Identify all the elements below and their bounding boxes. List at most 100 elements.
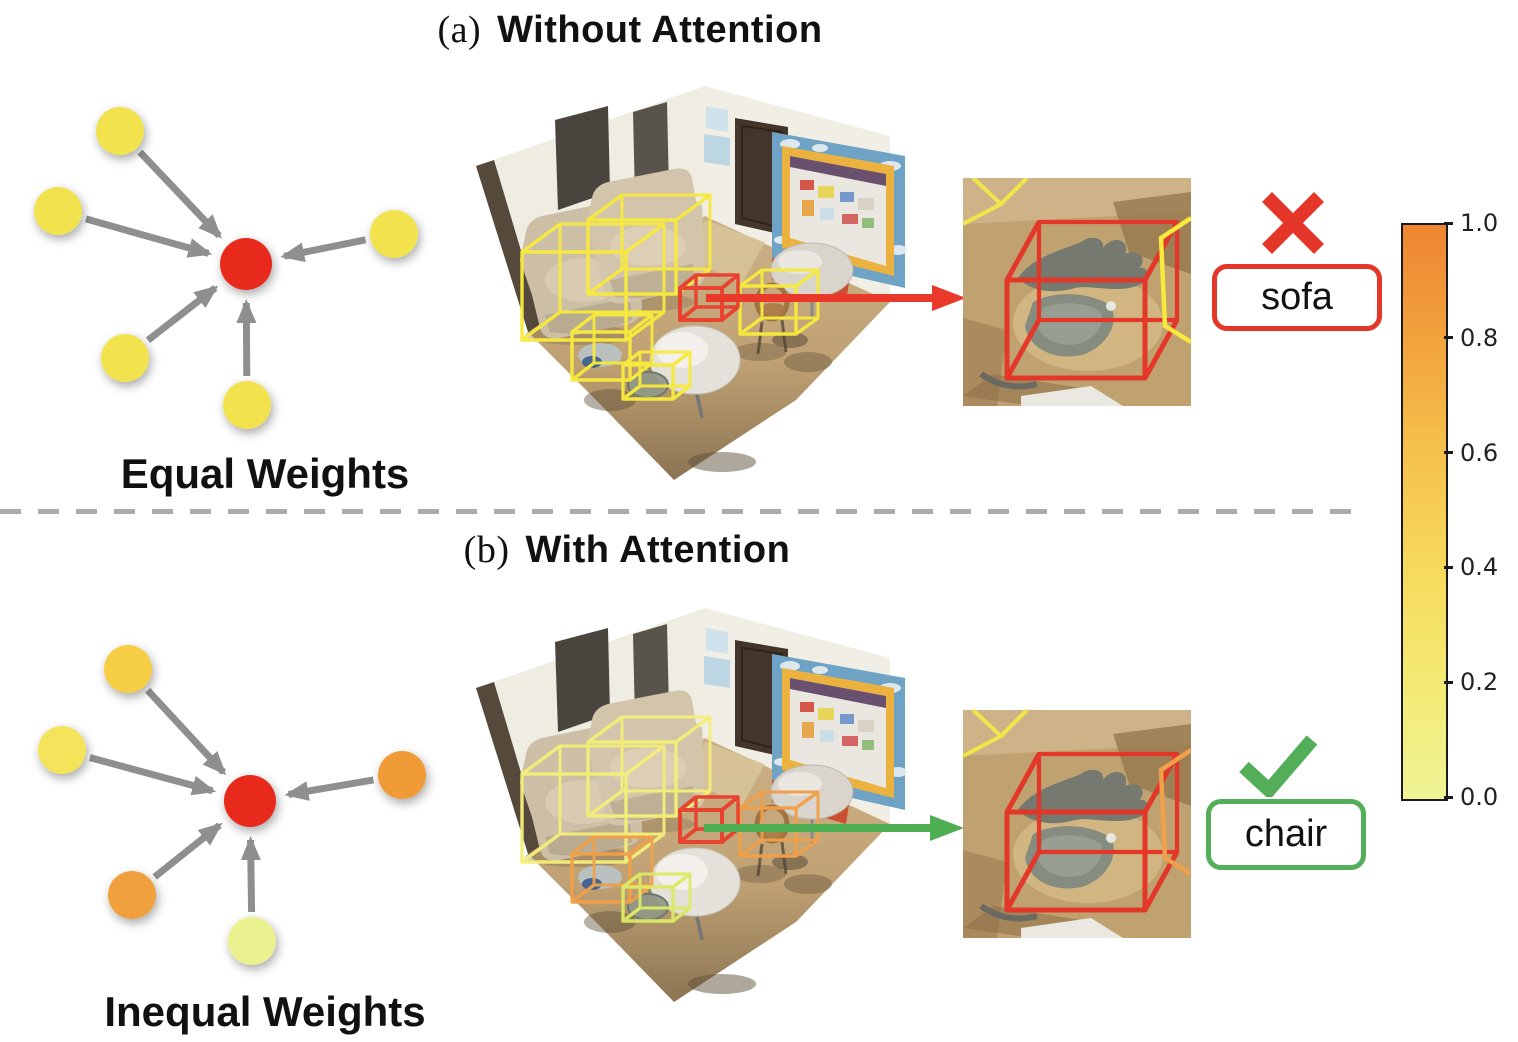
colorbar-tick-label: 0.8: [1460, 323, 1499, 352]
colorbar-tick: [1444, 451, 1453, 455]
board-note: [858, 720, 874, 732]
graph-node: [96, 107, 144, 155]
graph-node: [104, 645, 152, 693]
inset-corner-box: [999, 178, 1029, 206]
scene-b-pointcloud: [476, 608, 907, 1002]
graph-arrow: [152, 822, 223, 880]
board-note: [840, 714, 854, 724]
scene-shape: [790, 156, 886, 186]
graph-center-node: [224, 775, 276, 827]
board-note: [800, 702, 814, 712]
graph-node: [101, 334, 149, 382]
scene-shape: [582, 878, 602, 890]
scene-shape: [610, 226, 686, 266]
board-note: [818, 186, 834, 198]
graph-node: [108, 871, 156, 919]
graph-arrow: [137, 149, 222, 239]
board-note: [862, 218, 874, 228]
board-note: [818, 708, 834, 720]
scene-shape: [772, 332, 808, 348]
prediction-label-b-text: chair: [1244, 813, 1328, 855]
colorbar-tick: [1444, 336, 1453, 340]
bbox-target: [678, 273, 740, 322]
inset-neighbor-box: [1158, 216, 1191, 344]
panel-a-title: (a) Without Attention: [370, 8, 890, 52]
board-note: [840, 192, 854, 202]
dashed-divider: [0, 509, 1366, 514]
bbox-bin: [570, 313, 654, 382]
scene-shape: [610, 748, 686, 788]
inset-a-zoom-crop: [963, 178, 1191, 406]
colorbar-tick: [1444, 795, 1453, 799]
prediction-label-a: sofa: [1212, 264, 1382, 331]
board-note: [862, 740, 874, 750]
panel-a-title-prefix: (a): [437, 9, 482, 51]
chair-leg: [979, 371, 1038, 390]
scene-shape: [784, 874, 832, 894]
bbox-bin: [570, 835, 654, 904]
scene-shape: [760, 303, 786, 317]
panel-a-weights-label: Equal Weights: [120, 450, 410, 497]
colorbar-tick-label: 0.4: [1460, 553, 1499, 582]
inset-corner-box: [999, 708, 1029, 738]
chair-leg: [979, 903, 1038, 922]
wall-notes: [706, 628, 728, 654]
cross-icon: [1262, 192, 1324, 254]
attention-graph-b: [38, 645, 426, 965]
scene-shape: [688, 220, 765, 284]
scene-shape: [780, 661, 800, 671]
scene-shape: [582, 356, 602, 368]
scene-shape: [1113, 192, 1191, 274]
scene-shape: [734, 865, 786, 883]
graph-node: [38, 726, 86, 774]
pointer-arrow-a: [706, 285, 966, 311]
board-note: [820, 730, 834, 742]
graph-arrow: [84, 215, 213, 258]
colorbar-tick-label: 1.0: [1460, 209, 1499, 237]
scene-shape: [734, 343, 786, 361]
scene-shape: [1113, 724, 1191, 806]
inset-neighbor-box: [1158, 748, 1191, 876]
graph-node: [228, 917, 276, 965]
scene-shape: [1021, 918, 1123, 938]
panel-a-title-text: Without Attention: [497, 9, 823, 51]
scene-a-pointcloud: [476, 86, 907, 480]
graph-arrow: [284, 776, 375, 801]
scene-shape: [778, 250, 822, 274]
scene-shape: [778, 772, 822, 796]
graph-center-node: [220, 238, 272, 290]
graph-node: [34, 187, 82, 235]
board-note: [842, 736, 858, 746]
scene-shape: [688, 974, 756, 994]
colorbar-tick: [1444, 221, 1453, 225]
board-note: [800, 180, 814, 190]
panel-b-title-prefix: (b): [463, 529, 510, 571]
pointer-arrow-b-head: [930, 815, 964, 841]
graph-arrow: [89, 754, 217, 796]
attention-colorbar: [1401, 223, 1448, 801]
pointer-arrow-b: [704, 815, 964, 841]
scene-shape: [688, 742, 765, 806]
graph-arrow: [145, 687, 227, 776]
scene-shape: [812, 144, 828, 152]
prediction-label-a-text: sofa: [1261, 276, 1333, 318]
colorbar-tick-label: 0.0: [1460, 783, 1499, 811]
panel-b-title-text: With Attention: [525, 529, 791, 571]
scene-shape: [772, 854, 808, 870]
check-icon: [1239, 735, 1318, 797]
attention-graph-a: [34, 107, 418, 429]
graph-node: [223, 381, 271, 429]
poster: [555, 628, 610, 732]
graph-node: [370, 210, 418, 258]
scene-shape: [1021, 386, 1123, 406]
graph-arrow: [145, 285, 219, 343]
board-note: [802, 722, 814, 738]
scene-shape: [656, 854, 708, 890]
wall-edge-shadow: [476, 682, 544, 854]
colorbar-tick-label: 0.2: [1460, 668, 1499, 697]
panel-b-weights-label: Inequal Weights: [104, 988, 426, 1035]
colorbar-tick: [1444, 680, 1453, 684]
board-note: [858, 198, 874, 210]
graph-arrow: [240, 835, 261, 913]
